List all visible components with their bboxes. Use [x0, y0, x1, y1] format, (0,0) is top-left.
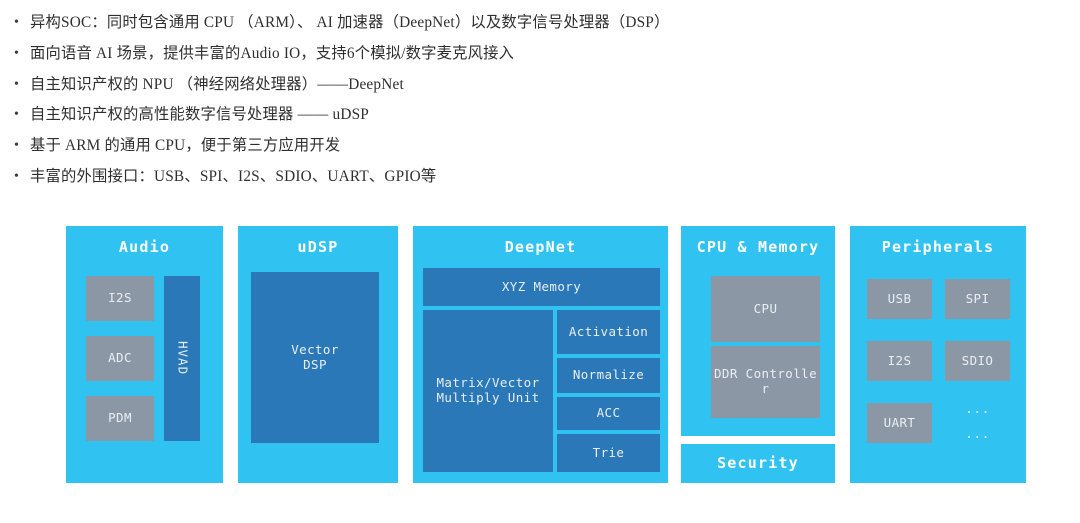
block-sdio: SDIO: [945, 341, 1010, 381]
panel-security: Security: [681, 444, 835, 483]
list-item-text: 自主知识产权的 NPU （神经网络处理器）——DeepNet: [30, 75, 404, 93]
bullet-marker-icon: •: [14, 45, 19, 61]
bullet-marker-icon: •: [14, 76, 19, 92]
panel-title-deepnet: DeepNet: [504, 238, 577, 256]
panel-title-security: Security: [717, 454, 799, 472]
more-dots-1: ...: [965, 402, 990, 418]
block-hvad: HVAD: [164, 276, 200, 441]
block-normalize: Normalize: [557, 358, 660, 393]
block-trie: Trie: [557, 434, 660, 472]
feature-bullet-list: • 异构SOC：同时包含通用 CPU （ARM）、 AI 加速器（DeepNet…: [0, 8, 1060, 193]
block-uart: UART: [867, 403, 932, 443]
block-i2s: I2S: [867, 341, 932, 381]
list-item-text: 异构SOC：同时包含通用 CPU （ARM）、 AI 加速器（DeepNet）以…: [30, 14, 670, 31]
bullet-marker-icon: •: [14, 15, 19, 30]
block-more-peripherals: ... ...: [945, 398, 1010, 448]
panel-title-udsp: uDSP: [297, 238, 339, 256]
list-item: • 自主知识产权的 NPU （神经网络处理器）——DeepNet: [0, 70, 1060, 101]
block-matrix-multiply-unit: Matrix/Vector Multiply Unit: [423, 310, 553, 472]
block-activation: Activation: [557, 310, 660, 354]
list-item-text: 丰富的外围接口：USB、SPI、I2S、SDIO、UART、GPIO等: [30, 167, 437, 185]
bullet-marker-icon: •: [14, 107, 19, 123]
block-cpu: CPU: [711, 276, 820, 342]
block-xyz-memory: XYZ Memory: [423, 268, 660, 306]
block-usb: USB: [867, 279, 932, 319]
panel-peripherals: Peripherals USB SPI I2S SDIO UART ... ..…: [850, 226, 1026, 483]
panel-title-audio: Audio: [118, 238, 171, 256]
list-item-text: 基于 ARM 的通用 CPU，便于第三方应用开发: [30, 137, 341, 155]
list-item: • 异构SOC：同时包含通用 CPU （ARM）、 AI 加速器（DeepNet…: [0, 8, 1060, 39]
block-vector-dsp: Vector DSP: [251, 272, 379, 443]
block-ddr-controller: DDR Controller: [711, 346, 820, 418]
block-adc: ADC: [86, 336, 154, 381]
block-hvad-label: HVAD: [175, 341, 191, 376]
panel-title-peripherals: Peripherals: [881, 238, 995, 256]
more-dots-2: ...: [965, 427, 990, 442]
block-acc: ACC: [557, 397, 660, 430]
list-item: • 自主知识产权的高性能数字信号处理器 —— uDSP: [0, 100, 1060, 131]
panel-title-cpu-memory: CPU & Memory: [696, 238, 820, 256]
block-i2s: I2S: [86, 276, 154, 321]
list-item: • 丰富的外围接口：USB、SPI、I2S、SDIO、UART、GPIO等: [0, 162, 1060, 193]
panel-udsp: uDSP Vector DSP: [238, 226, 398, 483]
list-item: • 基于 ARM 的通用 CPU，便于第三方应用开发: [0, 131, 1060, 162]
list-item: • 面向语音 AI 场景，提供丰富的Audio IO，支持6个模拟/数字麦克风接…: [0, 39, 1060, 70]
list-item-text: 面向语音 AI 场景，提供丰富的Audio IO，支持6个模拟/数字麦克风接入: [30, 44, 515, 62]
bullet-marker-icon: •: [14, 168, 19, 184]
bullet-marker-icon: •: [14, 138, 19, 154]
list-item-text: 自主知识产权的高性能数字信号处理器 —— uDSP: [30, 106, 370, 124]
block-pdm: PDM: [86, 396, 154, 441]
panel-cpu-memory: CPU & Memory CPU DDR Controller: [681, 226, 835, 436]
panel-audio: Audio I2S ADC PDM HVAD: [66, 226, 223, 483]
panel-deepnet: DeepNet XYZ Memory Matrix/Vector Multipl…: [413, 226, 668, 483]
block-spi: SPI: [945, 279, 1010, 319]
